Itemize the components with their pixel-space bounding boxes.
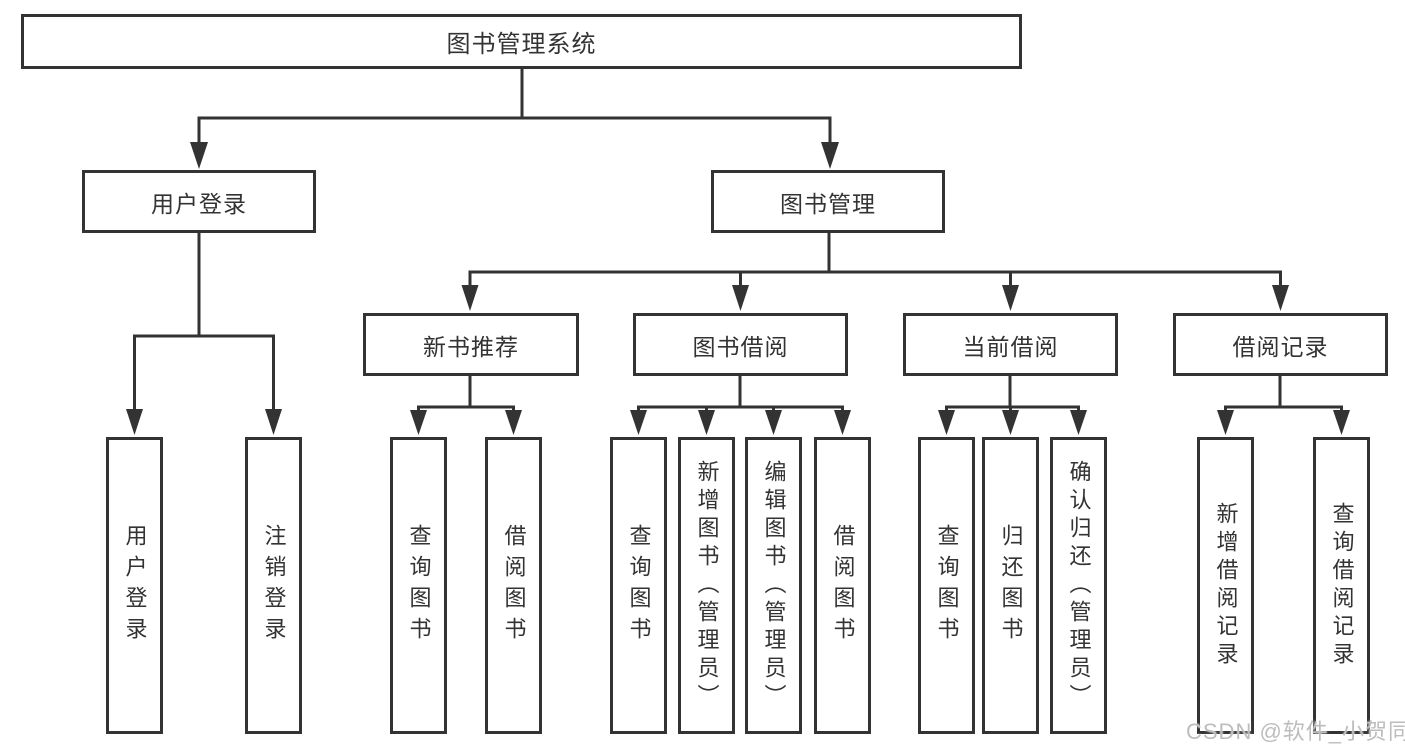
node-book-borrow-label: 图书借阅 [692,333,789,360]
node-book-management: 图书管理 [711,170,945,233]
connector-currentborrow-to-leaves [938,374,1087,435]
leaf-borrow-books-newbook: 借阅图书 [485,437,542,734]
leaf-query-books-current-label: 查询图书 [934,523,960,648]
leaf-logout: 注销登录 [245,437,302,734]
leaf-user-login-label: 用户登录 [122,523,148,648]
leaf-user-login: 用户登录 [106,437,163,734]
node-borrow-records-label: 借阅记录 [1232,333,1329,360]
leaf-add-borrow-record: 新增借阅记录 [1197,437,1254,734]
node-new-book-recommend: 新书推荐 [363,313,579,376]
node-current-borrow: 当前借阅 [903,313,1118,376]
leaf-borrow-books: 借阅图书 [814,437,871,734]
csdn-watermark: CSDN @软件_小贺同学 [1186,719,1405,744]
node-root-library-system: 图书管理系统 [21,14,1022,69]
leaf-query-books-current: 查询图书 [918,437,975,734]
leaf-confirm-return-admin: 确认归还（管理员） [1050,437,1107,734]
node-new-book-recommend-label: 新书推荐 [423,333,519,360]
leaf-edit-book-admin-label: 编辑图书（管理员） [761,459,787,712]
leaf-query-borrow-record: 查询借阅记录 [1313,437,1370,734]
connector-newbook-to-leaves [410,374,522,435]
connector-root-to-level2 [190,67,839,169]
leaf-add-book-admin: 新增图书（管理员） [678,437,735,734]
leaf-add-borrow-record-label: 新增借阅记录 [1213,501,1239,670]
leaf-query-books-borrow-label: 查询图书 [626,523,652,648]
leaf-return-book: 归还图书 [982,437,1039,734]
connector-bookborrow-to-leaves [630,374,851,435]
leaf-add-book-admin-label: 新增图书（管理员） [694,459,720,712]
leaf-query-books-newbook: 查询图书 [390,437,447,734]
node-root-label: 图书管理系统 [446,31,597,58]
node-current-borrow-label: 当前借阅 [962,333,1059,360]
node-user-login: 用户登录 [82,170,316,233]
leaf-borrow-books-newbook-label: 借阅图书 [501,523,527,648]
connector-bookmgmt-to-level3 [461,231,1289,311]
node-book-borrow: 图书借阅 [633,313,848,376]
node-book-management-label: 图书管理 [780,190,876,217]
leaf-query-borrow-record-label: 查询借阅记录 [1329,501,1355,670]
leaf-confirm-return-admin-label: 确认归还（管理员） [1066,459,1092,712]
leaf-query-books-borrow: 查询图书 [610,437,667,734]
node-user-login-label: 用户登录 [151,190,247,217]
connector-records-to-leaves [1217,374,1350,435]
node-borrow-records: 借阅记录 [1173,313,1388,376]
leaf-borrow-books-label: 借阅图书 [830,523,856,648]
leaf-edit-book-admin: 编辑图书（管理员） [745,437,802,734]
leaf-return-book-label: 归还图书 [998,523,1024,648]
connector-userlogin-to-leaves [126,231,282,435]
leaf-logout-label: 注销登录 [261,523,287,648]
leaf-query-books-newbook-label: 查询图书 [406,523,432,648]
